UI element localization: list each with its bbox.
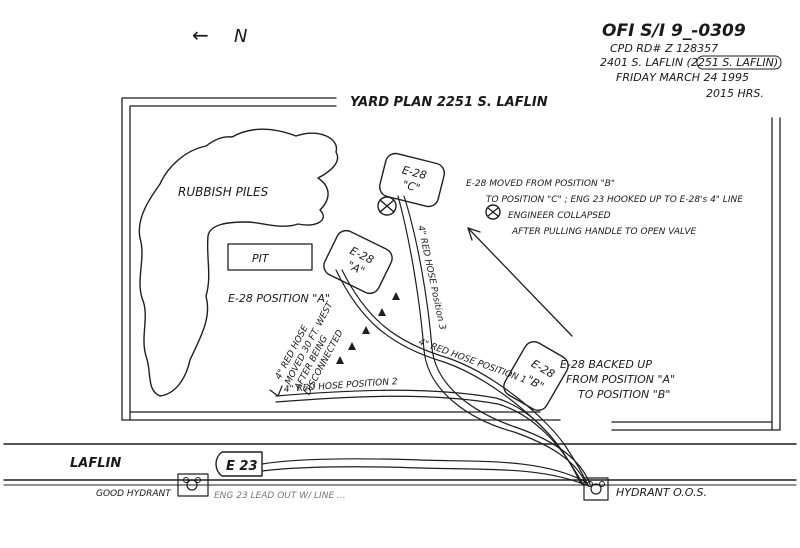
note-engineer-2: AFTER PULLING HANDLE TO OPEN VALVE <box>511 227 696 237</box>
report-time: 2015 HRS. <box>706 87 764 100</box>
engine-e23: E 23 <box>215 451 263 477</box>
oos-hydrant-label: HYDRANT O.O.S. <box>616 486 707 499</box>
hose-eng23 <box>261 458 587 483</box>
note-backed-3: TO POSITION "B" <box>578 388 670 401</box>
north-arrow-icon: ← <box>192 23 209 47</box>
north-label: N <box>234 26 247 47</box>
eng23-lead-note: ENG 23 LEAD OUT W/ LINE ... <box>214 491 346 501</box>
vehicle-e28-position-a: E-28 "A" <box>323 229 393 295</box>
good-hydrant-icon <box>177 473 209 497</box>
rubbish-piles-label: RUBBISH PILES <box>178 185 269 199</box>
report-id: OFI S/I 9_-0309 <box>602 21 746 41</box>
address: 2401 S. LAFLIN (2251 S. LAFLIN) <box>600 56 778 69</box>
engineer-marker-icon <box>377 196 501 220</box>
street-label: LAFLIN <box>70 456 121 471</box>
note-moved-1: E-28 MOVED FROM POSITION "B" <box>466 179 615 189</box>
yard-boundary-outer <box>121 97 337 421</box>
yard-boundary-inner <box>129 105 337 421</box>
note-engineer-1: ENGINEER COLLAPSED <box>508 211 611 221</box>
rubbish-piles-outline <box>138 128 339 397</box>
address-bracket <box>696 55 782 70</box>
svg-text:"C": "C" <box>401 178 421 195</box>
report-date: FRIDAY MARCH 24 1995 <box>616 71 749 84</box>
pit-label: PIT <box>252 252 270 265</box>
path-markers <box>336 292 400 364</box>
pit-outline <box>227 243 313 271</box>
rd-number: CPD RD# Z 128357 <box>610 42 718 55</box>
note-backed-2: FROM POSITION "A" <box>566 373 675 386</box>
note-backed-1: E-28 BACKED UP <box>560 358 652 371</box>
hose-position-2 <box>275 389 581 483</box>
movement-arrow <box>467 227 573 337</box>
svg-text:E-28: E-28 <box>401 164 428 183</box>
oos-hydrant-icon <box>583 477 609 501</box>
good-hydrant-label: GOOD HYDRANT <box>96 489 172 499</box>
vehicle-e28-position-c: E-28 "C" <box>378 152 446 208</box>
svg-text:E 23: E 23 <box>226 459 258 474</box>
yard-plan-title: YARD PLAN 2251 S. LAFLIN <box>350 95 548 110</box>
note-moved-2: TO POSITION "C" ; ENG 23 HOOKED UP TO E-… <box>486 195 743 205</box>
note-position-a: E-28 POSITION "A" <box>228 292 330 305</box>
